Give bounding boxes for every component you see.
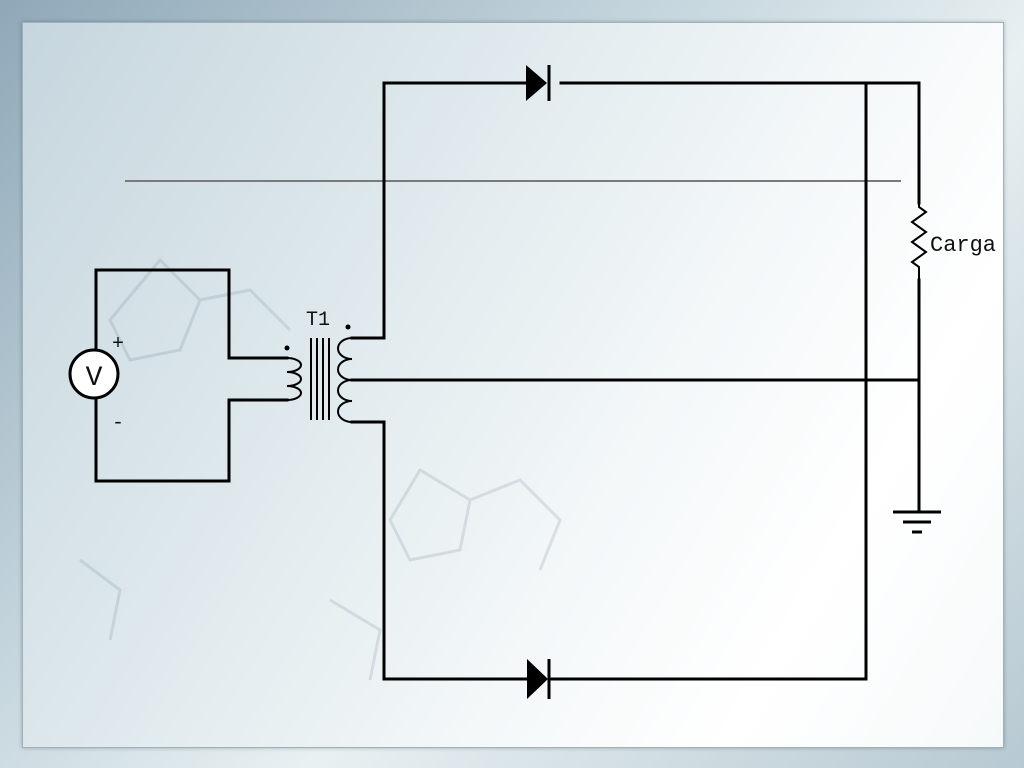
plus-sign: + — [112, 333, 124, 356]
transformer-core — [310, 338, 330, 420]
primary-winding — [268, 356, 302, 402]
slide-background — [22, 22, 1004, 748]
top-branch-wire — [382, 81, 921, 340]
top-diode — [526, 65, 551, 101]
load-resistor — [910, 203, 928, 280]
bottom-diode — [527, 659, 551, 699]
load-label: Carga — [930, 233, 996, 258]
center-tap-wire — [350, 278, 921, 514]
voltage-source-symbol-text: V — [86, 363, 103, 394]
ground-symbol — [893, 510, 941, 534]
primary-loop-wire — [94, 268, 272, 483]
secondary-polarity-dot — [345, 324, 351, 330]
primary-polarity-dot — [284, 345, 290, 351]
bottom-branch-wire — [382, 420, 868, 681]
minus-sign: - — [112, 412, 124, 435]
molecule-watermark — [79, 257, 562, 681]
voltage-source-symbol — [68, 348, 120, 400]
transformer-label: T1 — [306, 309, 330, 332]
